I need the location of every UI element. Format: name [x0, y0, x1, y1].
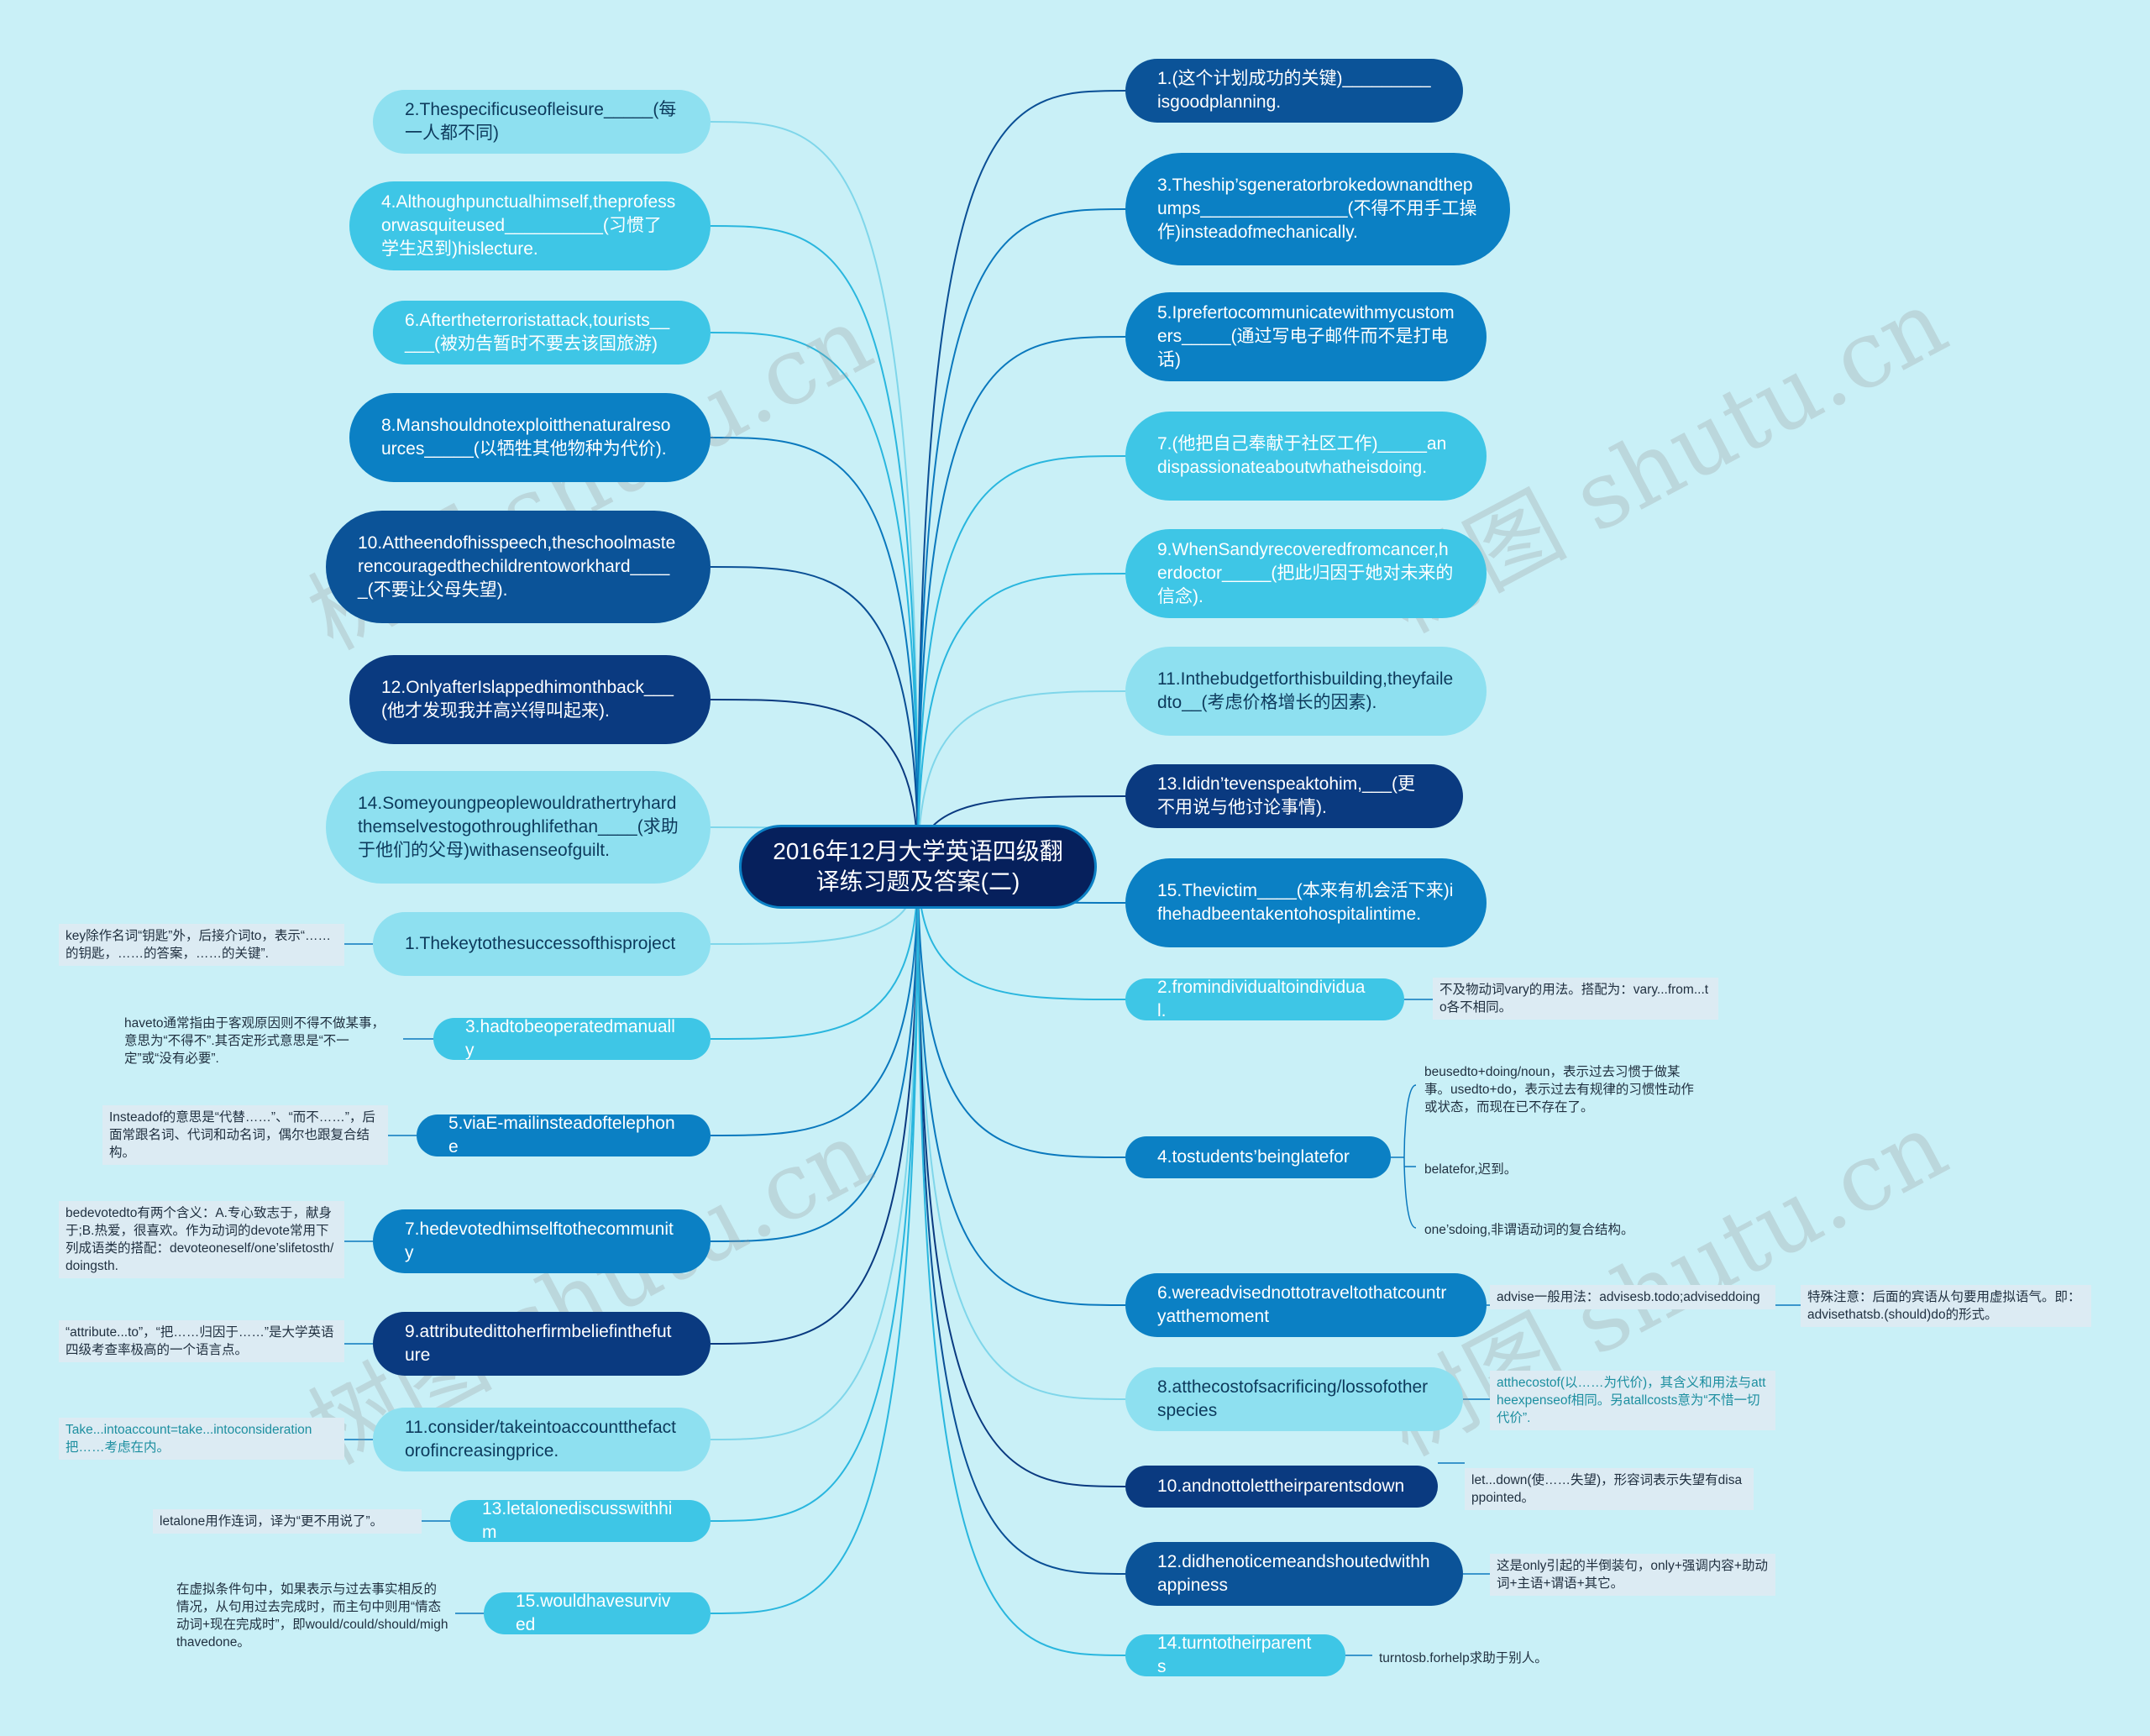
- connector-line: [710, 866, 919, 1440]
- answer-node[interactable]: 12.didhenoticemeandshoutedwithhappiness: [1125, 1542, 1463, 1606]
- answer-node[interactable]: 9.attributedittoherfirmbeliefinthefuture: [373, 1312, 711, 1376]
- answer-node[interactable]: 2.fromindividualtoindividual.: [1125, 978, 1404, 1020]
- connector-line: [710, 866, 919, 1614]
- explanation-note: atthecostof(以……为代价)，其含义和用法与attheexpenseo…: [1490, 1371, 1775, 1430]
- answer-node[interactable]: 15.wouldhavesurvived: [484, 1592, 711, 1634]
- connector-line: [710, 866, 919, 1242]
- explanation-note: key除作名词“钥匙”外，后接介词to，表示“……的钥匙，……的答案，……的关键…: [59, 924, 344, 966]
- question-node[interactable]: 6.Aftertheterroristattack,tourists_____(…: [373, 301, 711, 365]
- question-node[interactable]: 15.Thevictim____(本来有机会活下来)ifhehadbeentak…: [1125, 858, 1487, 947]
- explanation-note: Insteadof的意思是“代替……”、“而不……”，后面常跟名词、代词和动名词…: [102, 1105, 388, 1165]
- explanation-note: belatefor,迟到。: [1424, 1162, 1518, 1177]
- question-node[interactable]: 3.Theship’sgeneratorbrokedownandthepumps…: [1125, 153, 1510, 265]
- explanation-note: beusedto+doing/noun，表示过去习惯于做某事。usedto+do…: [1424, 1065, 1694, 1115]
- answer-node[interactable]: 13.letalonediscusswithhim: [450, 1499, 711, 1542]
- question-node[interactable]: 4.Althoughpunctualhimself,theprofessorwa…: [349, 181, 711, 270]
- answer-node[interactable]: 3.hadtobeoperatedmanually: [433, 1017, 711, 1060]
- connector-line: [710, 566, 919, 868]
- explanation-note: turntosb.forhelp求助于别人。: [1379, 1651, 1548, 1665]
- answer-node[interactable]: 11.consider/takeintoaccountthefactorofin…: [373, 1408, 711, 1471]
- explanation-note: one’sdoing,非谓语动词的复合结构。: [1424, 1223, 1634, 1237]
- connector-line: [710, 866, 919, 1522]
- question-node[interactable]: 12.OnlyafterIslappedhimonthback___(他才发现我…: [349, 655, 711, 744]
- question-node[interactable]: 1.(这个计划成功的关键)_________isgoodplanning.: [1125, 59, 1463, 123]
- connector-line: [917, 573, 1126, 868]
- explanation-note: 这是only引起的半倒装句，only+强调内容+助动词+主语+谓语+其它。: [1490, 1554, 1775, 1596]
- connector-line: [917, 336, 1126, 868]
- explanation-note: 不及物动词vary的用法。搭配为：vary...from...to各不相同。: [1433, 978, 1718, 1020]
- connector-line: [710, 866, 919, 1136]
- answer-node[interactable]: 6.wereadvisednottotraveltothatcountryatt…: [1125, 1273, 1487, 1337]
- question-node[interactable]: 11.Inthebudgetforthisbuilding,theyfailed…: [1125, 647, 1487, 736]
- question-node[interactable]: 8.Manshouldnotexploitthenaturalresources…: [349, 393, 711, 482]
- connector-line: [710, 866, 919, 1345]
- connector-line: [917, 866, 1126, 1000]
- explanation-note: 在虚拟条件句中，如果表示与过去事实相反的情况，从句用过去完成时，而主句中则用“情…: [176, 1582, 448, 1649]
- explanation-note: Take...intoaccount=take...intoconsiderat…: [59, 1418, 344, 1460]
- question-node[interactable]: 9.WhenSandyrecoveredfromcancer,herdoctor…: [1125, 529, 1487, 618]
- connector-line: [710, 332, 919, 868]
- question-node[interactable]: 5.Iprefertocommunicatewithmycustomers___…: [1125, 292, 1487, 381]
- connector-line: [917, 208, 1126, 868]
- connector-line: [917, 866, 1126, 1656]
- connector-line: [917, 866, 1126, 1575]
- question-node[interactable]: 2.Thespecificuseofleisure_____(每一人都不同): [373, 90, 711, 154]
- answer-node[interactable]: 7.hedevotedhimselftothecommunity: [373, 1209, 711, 1273]
- connector-line: [710, 437, 919, 868]
- answer-node[interactable]: 8.atthecostofsacrificing/lossofotherspec…: [1125, 1367, 1463, 1431]
- connector-line: [917, 866, 1126, 1487]
- connector-line: [917, 866, 1126, 1158]
- answer-node[interactable]: 5.viaE-mailinsteadoftelephone: [417, 1114, 711, 1156]
- question-node[interactable]: 7.(他把自己奉献于社区工作)_____andispassionateabout…: [1125, 412, 1487, 501]
- connector-line: [710, 225, 919, 868]
- explanation-note: advise一般用法：advisesb.todo;adviseddoing: [1490, 1285, 1775, 1309]
- answer-node[interactable]: 1.Thekeytothesuccessofthisproject: [373, 912, 711, 976]
- connector-line: [917, 866, 1126, 1400]
- explanation-note: bedevotedto有两个含义：A.专心致志于，献身于;B.热爱，很喜欢。作为…: [59, 1201, 344, 1278]
- connector-line: [917, 90, 1126, 868]
- connector-line: [710, 866, 919, 1040]
- explanation-note: let...down(使……失望)，形容词表示失望有disappointed。: [1465, 1468, 1754, 1510]
- connector-line: [710, 121, 919, 868]
- connector-line: [1391, 1084, 1417, 1229]
- central-topic[interactable]: 2016年12月大学英语四级翻译练习题及答案(二): [739, 825, 1097, 909]
- connector-line: [710, 699, 919, 868]
- answer-node[interactable]: 14.turntotheirparents: [1125, 1634, 1345, 1676]
- explanation-note: 特殊注意：后面的宾语从句要用虚拟语气。即：advisethatsb.(shoul…: [1801, 1285, 2091, 1327]
- explanation-note: letalone用作连词，译为“更不用说了”。: [153, 1509, 422, 1534]
- explanation-note: haveto通常指由于客观原因则不得不做某事，意思为“不得不”.其否定形式意思是…: [124, 1016, 385, 1066]
- connector-line: [917, 690, 1126, 868]
- explanation-note: “attribute...to”，“把……归因于……”是大学英语四级考查率极高的…: [59, 1320, 344, 1362]
- question-node[interactable]: 10.Attheendofhisspeech,theschoolmasteren…: [326, 511, 711, 623]
- answer-node[interactable]: 4.tostudents’beinglatefor: [1125, 1136, 1391, 1178]
- question-node[interactable]: 14.Someyoungpeoplewouldrathertryhardthem…: [326, 771, 711, 884]
- connector-line: [917, 866, 1126, 1306]
- answer-node[interactable]: 10.andnottolettheirparentsdown: [1125, 1466, 1438, 1508]
- question-node[interactable]: 13.Ididn’tevenspeaktohim,___(更不用说与他讨论事情)…: [1125, 764, 1463, 828]
- connector-line: [917, 455, 1126, 868]
